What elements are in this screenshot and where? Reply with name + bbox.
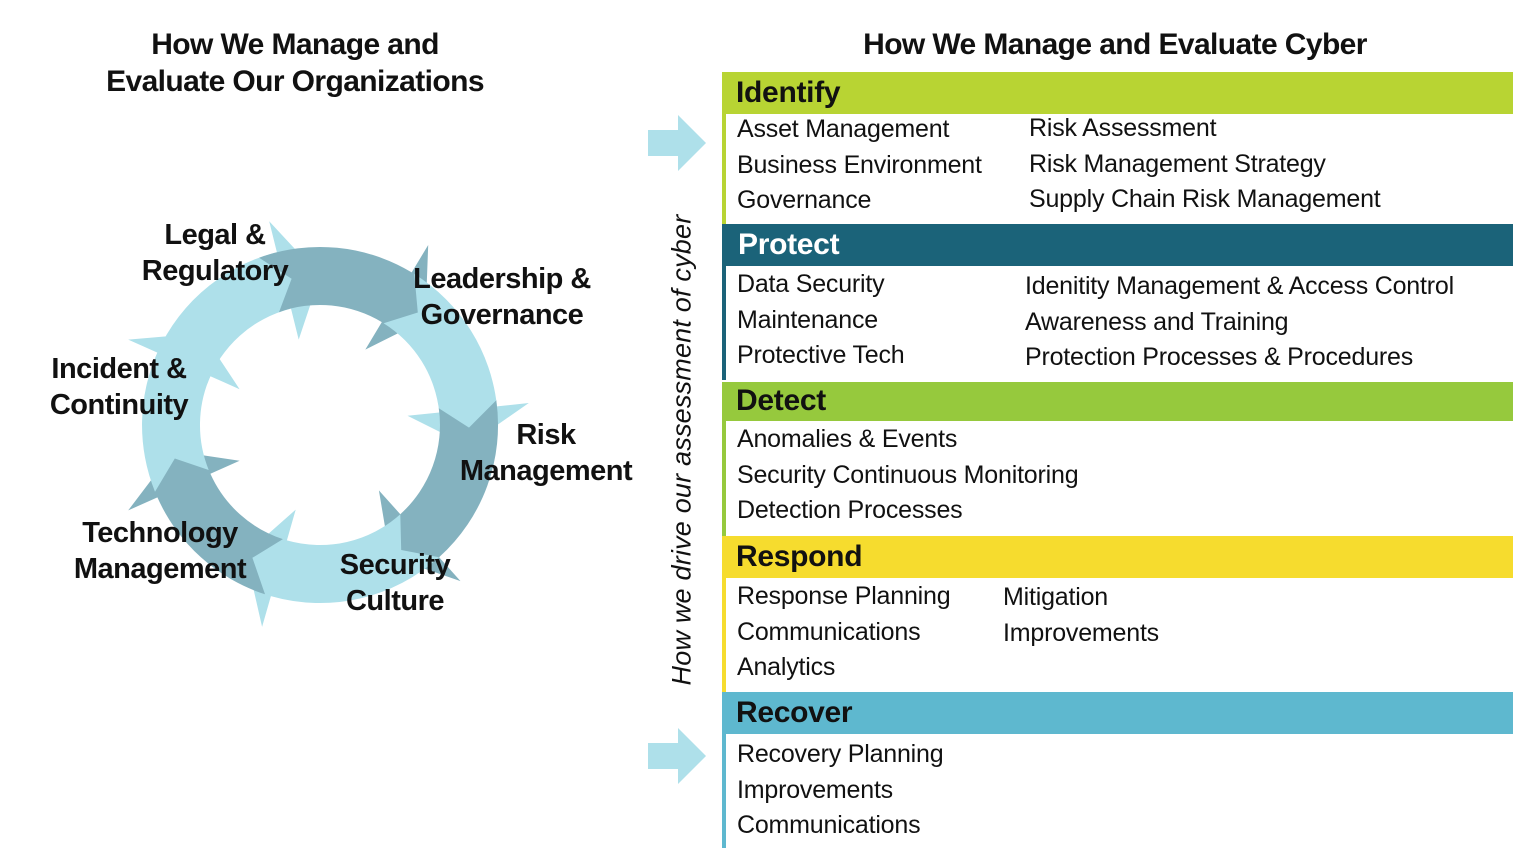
function-border bbox=[722, 536, 726, 692]
function-header: Respond bbox=[722, 536, 1513, 578]
category-item: Anomalies & Events bbox=[737, 425, 958, 453]
category-item: Risk Assessment bbox=[1029, 114, 1217, 142]
function-header: Recover bbox=[722, 692, 1513, 734]
arrow-shape bbox=[648, 728, 706, 784]
function-title: Recover bbox=[736, 696, 853, 729]
cycle-diagram bbox=[128, 221, 529, 627]
cycle-label-line: Incident & bbox=[51, 353, 187, 385]
category-item: Response Planning bbox=[737, 582, 951, 610]
function-items-left: Asset Management Business Environment Go… bbox=[737, 112, 982, 219]
cycle-label-legal-regulatory: Legal & Regulatory bbox=[141, 217, 289, 289]
cycle-label-line: Legal & bbox=[164, 219, 266, 251]
cycle-label-technology-management: Technology Management bbox=[73, 515, 247, 587]
left-title-line-2: Evaluate Our Organizations bbox=[106, 65, 484, 98]
function-border bbox=[722, 382, 726, 536]
cycle-label-line: Security bbox=[339, 549, 451, 581]
function-title: Protect bbox=[738, 228, 840, 261]
right-arrow-icon bbox=[648, 728, 706, 784]
function-border bbox=[722, 224, 726, 380]
cycle-arrow-5 bbox=[128, 450, 283, 595]
category-item: Improvements bbox=[1003, 618, 1159, 647]
function-items-left: Recovery Planning Improvements Communica… bbox=[737, 737, 944, 844]
function-header: Identify bbox=[722, 72, 1513, 114]
category-item: Communications bbox=[737, 617, 921, 646]
category-item: Detection Processes bbox=[737, 496, 963, 524]
cycle-label-security-culture: Security Culture bbox=[339, 547, 451, 619]
category-item: Protective Tech bbox=[737, 341, 905, 369]
cycle-label-line: Continuity bbox=[49, 389, 189, 421]
function-recover: Recover Recovery Planning Improvements C… bbox=[722, 692, 1515, 848]
function-items-left: Anomalies & Events Security Continuous M… bbox=[737, 422, 1079, 529]
category-item: Data Security bbox=[737, 270, 885, 298]
cycle-arrow-4 bbox=[245, 509, 440, 627]
cycle-arrow-2 bbox=[383, 274, 529, 446]
category-item: Risk Management Strategy bbox=[1029, 149, 1326, 178]
cycle-label-incident-continuity: Incident & Continuity bbox=[49, 351, 189, 423]
function-header: Protect bbox=[722, 224, 1513, 266]
function-items-right: Idenitity Management & Access Control Aw… bbox=[1025, 269, 1454, 376]
function-detect: Detect Anomalies & Events Security Conti… bbox=[722, 382, 1515, 536]
function-protect: Protect Data Security Maintenance Protec… bbox=[722, 224, 1515, 380]
function-border bbox=[722, 72, 726, 224]
category-item: Awareness and Training bbox=[1025, 307, 1289, 336]
category-item: Recovery Planning bbox=[737, 740, 944, 768]
category-item: Mitigation bbox=[1003, 583, 1108, 611]
category-item: Supply Chain Risk Management bbox=[1029, 185, 1381, 213]
function-identify: Identify Asset Management Business Envir… bbox=[722, 72, 1515, 224]
cycle-label-line: Culture bbox=[345, 585, 445, 617]
cycle-arrow-3 bbox=[378, 400, 499, 582]
category-item: Communications bbox=[737, 811, 921, 839]
function-items-right: Mitigation Improvements bbox=[1003, 580, 1159, 651]
category-item: Security Continuous Monitoring bbox=[737, 460, 1079, 489]
category-item: Improvements bbox=[737, 775, 893, 804]
cycle-label-line: Leadership & bbox=[413, 263, 591, 295]
function-items-left: Response Planning Communications Analyti… bbox=[737, 579, 951, 686]
function-border bbox=[722, 692, 726, 848]
cycle-arrow-6 bbox=[128, 333, 240, 492]
category-item: Asset Management bbox=[737, 115, 950, 143]
cycle-label-line: Management bbox=[73, 553, 247, 585]
function-title: Respond bbox=[736, 540, 863, 573]
cycle-label-line: Regulatory bbox=[141, 255, 289, 287]
function-respond: Respond Response Planning Communications… bbox=[722, 536, 1515, 692]
category-item: Maintenance bbox=[737, 305, 878, 334]
vertical-caption: How we drive our assessment of cyber bbox=[666, 214, 697, 686]
function-title: Detect bbox=[736, 384, 826, 417]
function-items-right: Risk Assessment Risk Management Strategy… bbox=[1029, 111, 1381, 218]
cycle-label-line: Management bbox=[459, 455, 633, 487]
function-header: Detect bbox=[722, 382, 1513, 421]
category-item: Analytics bbox=[737, 653, 836, 681]
left-title: How We Manage and Evaluate Our Organizat… bbox=[40, 26, 550, 100]
arrow-shape bbox=[648, 115, 706, 171]
function-title: Identify bbox=[736, 76, 841, 109]
right-arrow-icon bbox=[648, 115, 706, 171]
category-item: Business Environment bbox=[737, 150, 982, 179]
cycle-label-line: Technology bbox=[82, 517, 238, 549]
category-item: Idenitity Management & Access Control bbox=[1025, 272, 1454, 300]
cycle-label-line: Risk bbox=[516, 419, 576, 451]
function-items-left: Data Security Maintenance Protective Tec… bbox=[737, 267, 905, 374]
cycle-label-risk-management: Risk Management bbox=[459, 417, 633, 489]
cycle-label-leadership-governance: Leadership & Governance bbox=[413, 261, 591, 333]
category-item: Protection Processes & Procedures bbox=[1025, 343, 1414, 371]
right-title: How We Manage and Evaluate Cyber bbox=[863, 28, 1367, 61]
cycle-label-line: Governance bbox=[420, 299, 584, 331]
left-title-line-1: How We Manage and bbox=[151, 28, 439, 61]
category-item: Governance bbox=[737, 186, 872, 214]
